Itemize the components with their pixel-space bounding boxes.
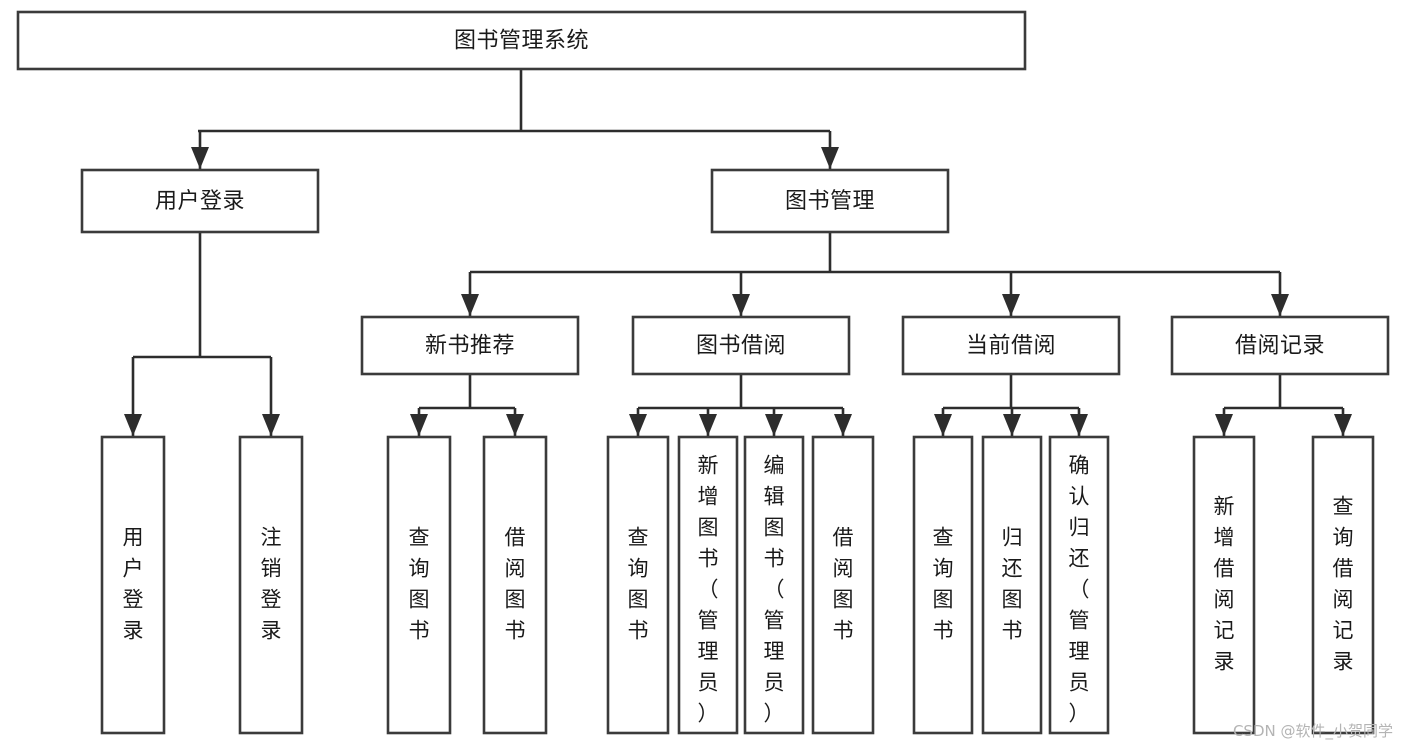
node-leaf-query-book-rec-box[interactable] bbox=[386, 435, 452, 735]
arrow-head-icon bbox=[1002, 294, 1020, 316]
connector-layer bbox=[124, 69, 1352, 436]
node-book-borrow-box[interactable] bbox=[631, 315, 851, 376]
arrow-head-icon bbox=[629, 414, 647, 436]
node-book-manage[interactable]: 图书管理 bbox=[710, 168, 950, 234]
node-user-login-label: 用户登录 bbox=[155, 189, 245, 214]
node-book-borrow[interactable]: 图书借阅 bbox=[631, 315, 851, 376]
node-user-login[interactable]: 用户登录 bbox=[80, 168, 320, 234]
node-root-system-label: 图书管理系统 bbox=[454, 29, 589, 54]
node-leaf-query-book-rec-label: 查询图书 bbox=[409, 526, 430, 643]
node-new-book-rec[interactable]: 新书推荐 bbox=[360, 315, 580, 376]
node-leaf-add-borrow-record[interactable]: 新增借阅记录 bbox=[1192, 435, 1256, 735]
node-current-borrow[interactable]: 当前借阅 bbox=[901, 315, 1121, 376]
node-book-manage-box[interactable] bbox=[710, 168, 950, 234]
arrow-head-icon bbox=[506, 414, 524, 436]
node-leaf-query-borrow-record-label: 查询借阅记录 bbox=[1333, 495, 1354, 674]
node-leaf-borrow-book-rec-label: 借阅图书 bbox=[505, 526, 526, 643]
arrow-head-icon bbox=[821, 147, 839, 169]
arrow-head-icon bbox=[1271, 294, 1289, 316]
arrow-head-icon bbox=[1215, 414, 1233, 436]
node-leaf-query-book-cur[interactable]: 查询图书 bbox=[912, 435, 974, 735]
node-leaf-confirm-return-admin-box[interactable] bbox=[1048, 435, 1110, 735]
node-leaf-borrow-book-rec[interactable]: 借阅图书 bbox=[482, 435, 548, 735]
node-leaf-add-borrow-record-label: 新增借阅记录 bbox=[1214, 495, 1235, 674]
node-leaf-add-borrow-record-box[interactable] bbox=[1192, 435, 1256, 735]
node-leaf-query-borrow-record-box[interactable] bbox=[1311, 435, 1375, 735]
node-leaf-query-book-borrow-box[interactable] bbox=[606, 435, 670, 735]
node-leaf-query-book-cur-box[interactable] bbox=[912, 435, 974, 735]
node-leaf-query-borrow-record[interactable]: 查询借阅记录 bbox=[1311, 435, 1375, 735]
node-leaf-user-logout-label: 注销登录 bbox=[261, 526, 282, 643]
node-leaf-add-book-admin-box[interactable] bbox=[677, 435, 739, 735]
node-leaf-confirm-return-admin[interactable]: 确认归还（管理员） bbox=[1048, 435, 1110, 735]
arrow-head-icon bbox=[124, 414, 142, 436]
node-leaf-edit-book-admin-label: 编辑图书（管理员） bbox=[764, 454, 785, 726]
node-leaf-return-book[interactable]: 归还图书 bbox=[981, 435, 1043, 735]
arrow-head-icon bbox=[461, 294, 479, 316]
node-leaf-return-book-box[interactable] bbox=[981, 435, 1043, 735]
arrow-head-icon bbox=[699, 414, 717, 436]
node-layer: 图书管理系统用户登录图书管理新书推荐图书借阅当前借阅借阅记录用户登录注销登录查询… bbox=[16, 10, 1390, 735]
node-leaf-edit-book-admin[interactable]: 编辑图书（管理员） bbox=[743, 435, 805, 735]
arrow-head-icon bbox=[834, 414, 852, 436]
node-leaf-borrow-book-rec-box[interactable] bbox=[482, 435, 548, 735]
node-leaf-query-book-rec[interactable]: 查询图书 bbox=[386, 435, 452, 735]
arrow-head-icon bbox=[1003, 414, 1021, 436]
arrow-head-icon bbox=[934, 414, 952, 436]
node-leaf-edit-book-admin-box[interactable] bbox=[743, 435, 805, 735]
node-new-book-rec-box[interactable] bbox=[360, 315, 580, 376]
node-leaf-user-login-label: 用户登录 bbox=[123, 526, 144, 643]
node-leaf-query-book-cur-label: 查询图书 bbox=[933, 526, 954, 643]
node-leaf-query-book-borrow-label: 查询图书 bbox=[628, 526, 649, 643]
node-borrow-record-box[interactable] bbox=[1170, 315, 1390, 376]
node-book-manage-label: 图书管理 bbox=[785, 189, 875, 214]
node-root-system-box[interactable] bbox=[16, 10, 1027, 71]
node-leaf-query-book-borrow[interactable]: 查询图书 bbox=[606, 435, 670, 735]
node-current-borrow-label: 当前借阅 bbox=[966, 334, 1056, 359]
node-leaf-borrow-book-box[interactable] bbox=[811, 435, 875, 735]
arrow-head-icon bbox=[732, 294, 750, 316]
node-new-book-rec-label: 新书推荐 bbox=[425, 334, 515, 359]
node-leaf-borrow-book-label: 借阅图书 bbox=[833, 526, 854, 643]
node-book-borrow-label: 图书借阅 bbox=[696, 334, 786, 359]
arrow-head-icon bbox=[1334, 414, 1352, 436]
node-leaf-borrow-book[interactable]: 借阅图书 bbox=[811, 435, 875, 735]
node-user-login-box[interactable] bbox=[80, 168, 320, 234]
arrow-head-icon bbox=[410, 414, 428, 436]
node-borrow-record-label: 借阅记录 bbox=[1235, 334, 1325, 359]
node-leaf-user-logout-box[interactable] bbox=[238, 435, 304, 735]
node-leaf-user-login[interactable]: 用户登录 bbox=[100, 435, 166, 735]
node-leaf-user-login-box[interactable] bbox=[100, 435, 166, 735]
arrow-head-icon bbox=[1070, 414, 1088, 436]
node-leaf-add-book-admin[interactable]: 新增图书（管理员） bbox=[677, 435, 739, 735]
arrow-head-icon bbox=[191, 147, 209, 169]
arrow-head-icon bbox=[765, 414, 783, 436]
node-leaf-user-logout[interactable]: 注销登录 bbox=[238, 435, 304, 735]
node-current-borrow-box[interactable] bbox=[901, 315, 1121, 376]
node-leaf-confirm-return-admin-label: 确认归还（管理员） bbox=[1069, 454, 1090, 726]
node-leaf-return-book-label: 归还图书 bbox=[1002, 526, 1023, 643]
node-root-system[interactable]: 图书管理系统 bbox=[16, 10, 1027, 71]
node-leaf-add-book-admin-label: 新增图书（管理员） bbox=[698, 454, 719, 726]
node-borrow-record[interactable]: 借阅记录 bbox=[1170, 315, 1390, 376]
arrow-head-icon bbox=[262, 414, 280, 436]
